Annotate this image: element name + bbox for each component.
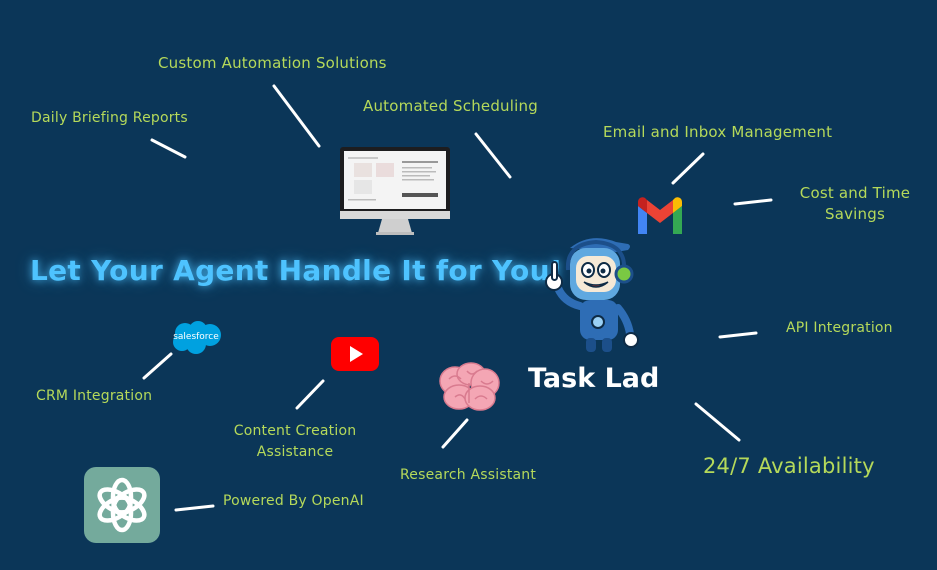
headline: Let Your Agent Handle It for You!	[30, 254, 563, 287]
label-api-integration: API Integration	[786, 320, 893, 336]
youtube-icon	[331, 337, 379, 371]
brain-icon	[439, 362, 500, 411]
connector-api	[718, 331, 758, 339]
salesforce-icon: salesforce	[170, 320, 222, 356]
label-cost-time: Cost and Time Savings	[790, 183, 920, 225]
mascot-robot-icon	[545, 238, 639, 352]
gmail-icon	[638, 197, 682, 234]
connector-custom-automation	[272, 84, 321, 148]
connector-availability	[694, 402, 741, 442]
openai-icon	[84, 467, 160, 543]
connector-research	[441, 418, 469, 449]
connector-daily-briefing	[150, 138, 187, 159]
label-cost-time-line2: Savings	[824, 205, 885, 223]
label-research-assistant: Research Assistant	[400, 467, 537, 483]
salesforce-wordmark: salesforce	[173, 332, 219, 342]
label-crm-integration: CRM Integration	[36, 388, 153, 404]
label-daily-briefing: Daily Briefing Reports	[31, 110, 188, 126]
label-content-creation: Content Creation Assistance	[224, 421, 366, 463]
connector-cost-time	[733, 198, 773, 206]
salesforce-cloud-shape	[173, 321, 221, 354]
connector-email	[671, 152, 705, 185]
label-email-inbox: Email and Inbox Management	[603, 123, 833, 141]
monitor-icon	[340, 147, 450, 235]
brand-name: Task Lad	[528, 363, 660, 394]
connector-content	[295, 379, 325, 410]
label-availability: 24/7 Availability	[703, 454, 875, 478]
label-content-creation-line1: Content Creation	[233, 423, 357, 439]
label-automated-scheduling: Automated Scheduling	[363, 97, 538, 115]
label-custom-automation: Custom Automation Solutions	[158, 54, 387, 72]
label-powered-by: Powered By OpenAI	[223, 493, 364, 509]
connector-crm	[142, 352, 173, 380]
connector-openai	[174, 504, 215, 512]
connector-scheduling	[474, 132, 512, 179]
label-content-creation-line2: Assistance	[256, 444, 334, 460]
label-cost-time-line1: Cost and Time	[799, 184, 911, 202]
